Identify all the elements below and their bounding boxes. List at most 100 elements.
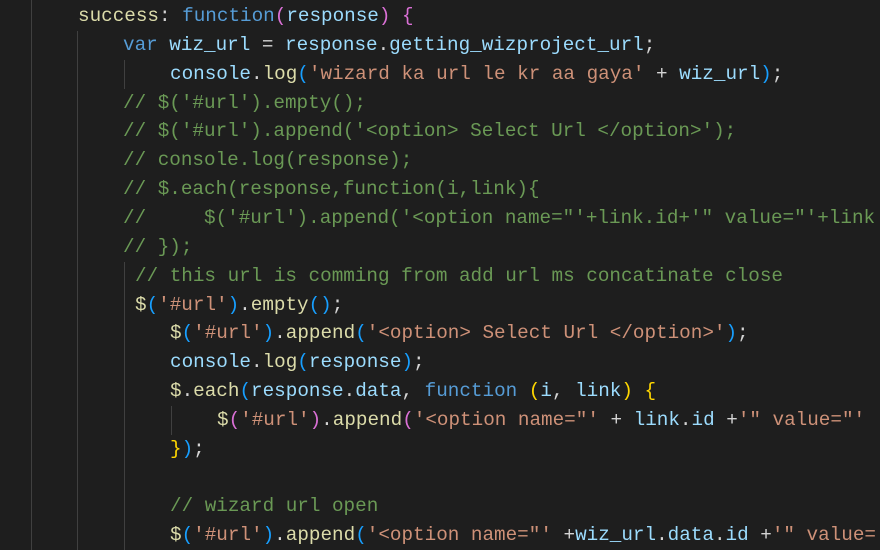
- code-token: .: [656, 524, 668, 547]
- code-token: response: [251, 380, 344, 403]
- code-line[interactable]: $.each(response.data, function (i, link)…: [170, 377, 656, 406]
- code-line[interactable]: // wizard url open: [170, 492, 378, 521]
- code-token: response: [286, 5, 379, 27]
- code-token: getting_wizproject_url: [389, 33, 644, 56]
- code-line[interactable]: $('#url').append('<option name="' +wiz_u…: [170, 521, 876, 550]
- indent-guide: [31, 0, 32, 550]
- code-token: log: [262, 351, 298, 374]
- code-token: ): [621, 380, 645, 403]
- code-token: data: [355, 380, 402, 403]
- code-line[interactable]: // $('#url').empty();: [123, 89, 366, 118]
- indent-guide: [171, 406, 172, 435]
- code-token: ): [181, 437, 194, 460]
- code-token: each: [193, 380, 240, 403]
- code-token: +: [598, 408, 634, 431]
- code-line[interactable]: $('#url').append('<option name="' + link…: [217, 406, 865, 435]
- code-token: ): [725, 322, 738, 345]
- code-token: function: [182, 5, 275, 27]
- code-line[interactable]: // $.each(response,function(i,link){: [123, 175, 540, 204]
- code-token: }: [170, 437, 182, 460]
- code-token: .: [377, 33, 390, 56]
- code-token: ): [262, 322, 275, 345]
- code-token: link: [575, 380, 622, 403]
- code-token: (: [297, 62, 309, 85]
- code-token: =: [250, 33, 286, 56]
- code-token: .: [274, 524, 286, 547]
- code-token: ;: [413, 351, 425, 374]
- code-token: // wizard url open: [170, 495, 379, 518]
- code-token: (: [274, 5, 287, 27]
- code-token: id: [725, 524, 749, 547]
- code-token: '#url': [158, 293, 228, 316]
- indent-guide: [124, 262, 125, 550]
- code-token: (: [297, 351, 309, 374]
- code-line[interactable]: // });: [123, 233, 192, 262]
- code-token: ;: [331, 293, 344, 316]
- code-token: '#url': [193, 524, 263, 547]
- code-token: ): [309, 408, 322, 431]
- code-token: (: [355, 322, 367, 345]
- code-token: .: [251, 62, 263, 85]
- code-token: '#url': [240, 408, 310, 431]
- code-line[interactable]: // this url is comming from add url ms c…: [135, 262, 783, 291]
- code-token: ;: [643, 33, 656, 56]
- code-line[interactable]: // $('#url').append('<option> Select Url…: [123, 117, 736, 146]
- code-token: '<option> Select Url </option>': [366, 322, 726, 345]
- code-line[interactable]: $('#url').append('<option> Select Url </…: [170, 319, 749, 348]
- code-token: {: [644, 380, 657, 403]
- code-token: ,: [401, 380, 425, 403]
- code-token: wiz_url: [575, 524, 657, 547]
- code-token: .: [274, 322, 286, 345]
- code-token: wiz_url: [169, 33, 251, 56]
- indent-guide: [77, 31, 78, 550]
- code-token: $: [170, 322, 182, 345]
- code-token: .: [713, 524, 726, 547]
- code-token: (: [146, 293, 159, 316]
- code-token: '<option name="': [413, 408, 599, 431]
- code-token: .: [343, 380, 356, 403]
- code-line[interactable]: console.log('wizard ka url le kr aa gaya…: [170, 60, 783, 89]
- code-line[interactable]: $('#url').empty();: [135, 291, 343, 320]
- code-token: +: [551, 524, 576, 547]
- code-token: +: [644, 62, 680, 85]
- code-token: .: [321, 408, 333, 431]
- code-line[interactable]: success: function(response) {: [78, 2, 414, 31]
- code-token: append: [285, 524, 356, 547]
- indent-guide: [124, 60, 125, 89]
- code-line[interactable]: // console.log(response);: [123, 146, 412, 175]
- code-token: (: [402, 408, 414, 431]
- code-line[interactable]: var wiz_url = response.getting_wizprojec…: [123, 31, 655, 60]
- code-token: console: [170, 351, 251, 374]
- code-token: ,: [551, 380, 576, 403]
- code-token: .: [679, 408, 692, 431]
- code-token: ;: [771, 62, 784, 85]
- code-token: .: [251, 351, 263, 374]
- code-token: 'wizard ka url le kr aa gaya': [308, 62, 645, 85]
- code-token: '" value=: [771, 524, 876, 547]
- code-token: ): [760, 62, 772, 85]
- code-token: '" value="': [737, 408, 866, 431]
- code-token: (: [355, 524, 367, 547]
- code-token: // $.each(response,function(i,link){: [123, 178, 540, 201]
- code-token: var: [123, 33, 170, 56]
- code-token: function: [424, 380, 529, 403]
- code-token: empty: [250, 293, 309, 316]
- code-line[interactable]: // $('#url').append('<option name="'+lin…: [123, 204, 875, 233]
- code-token: .: [181, 380, 194, 403]
- code-line[interactable]: console.log(response);: [170, 348, 425, 377]
- code-line[interactable]: });: [170, 435, 205, 464]
- code-token: wiz_url: [679, 62, 761, 85]
- code-token: link: [633, 408, 680, 431]
- code-token: (: [528, 380, 541, 403]
- code-token: ): [262, 524, 275, 547]
- code-token: // console.log(response);: [123, 149, 413, 172]
- code-token: ): [227, 293, 240, 316]
- code-token: console: [170, 62, 251, 85]
- code-token: ): [401, 351, 414, 374]
- code-token: // $('#url').append('<option name="'+lin…: [123, 206, 876, 229]
- code-token: '<option name="': [366, 524, 552, 547]
- code-token: append: [332, 408, 403, 431]
- code-token: $: [217, 408, 229, 431]
- code-token: i: [540, 380, 552, 403]
- code-token: '#url': [193, 322, 263, 345]
